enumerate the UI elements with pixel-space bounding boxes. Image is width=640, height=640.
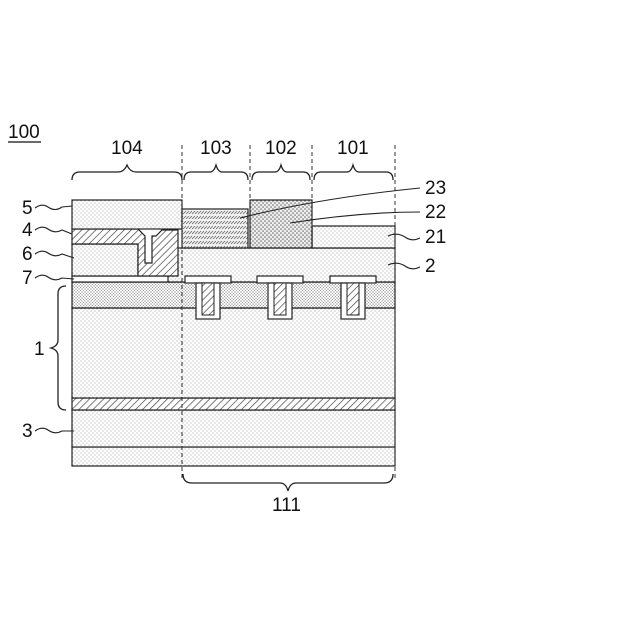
- brace-111: [183, 474, 393, 491]
- leader-7: [35, 275, 74, 280]
- region-label-103: 103: [200, 138, 232, 159]
- label-2: 2: [425, 256, 436, 277]
- label-22: 22: [425, 202, 446, 223]
- brace-1: [51, 286, 66, 410]
- brace-101: [314, 165, 393, 180]
- region-label-102: 102: [265, 138, 297, 159]
- hatched-buffer-layer: [72, 398, 395, 410]
- layer-21: [312, 226, 395, 248]
- brace-104: [72, 165, 182, 180]
- layer-23: [182, 209, 248, 248]
- label-5: 5: [22, 198, 33, 219]
- layer-3: [72, 410, 395, 447]
- brace-103: [184, 165, 248, 180]
- label-4: 4: [22, 220, 33, 241]
- layer-22: [250, 200, 312, 248]
- leader-4: [35, 227, 72, 234]
- bottom-layer: [72, 447, 395, 466]
- label-1: 1: [34, 339, 45, 360]
- substrate-layer-1: [72, 308, 395, 398]
- leader-6: [35, 251, 74, 258]
- label-21: 21: [425, 227, 446, 248]
- layer-6: [72, 244, 138, 276]
- leader-5: [35, 205, 72, 209]
- layer-7: [72, 276, 182, 282]
- leader-3: [35, 428, 74, 433]
- region-label-111: 111: [272, 495, 301, 516]
- label-6: 6: [22, 244, 33, 265]
- brace-102: [252, 165, 310, 180]
- label-7: 7: [22, 268, 33, 289]
- region-label-104: 104: [111, 138, 143, 159]
- figure-label: 100: [8, 122, 40, 143]
- label-23: 23: [425, 178, 446, 199]
- layer-5: [72, 200, 182, 229]
- label-3: 3: [22, 421, 33, 442]
- region-label-101: 101: [337, 138, 369, 159]
